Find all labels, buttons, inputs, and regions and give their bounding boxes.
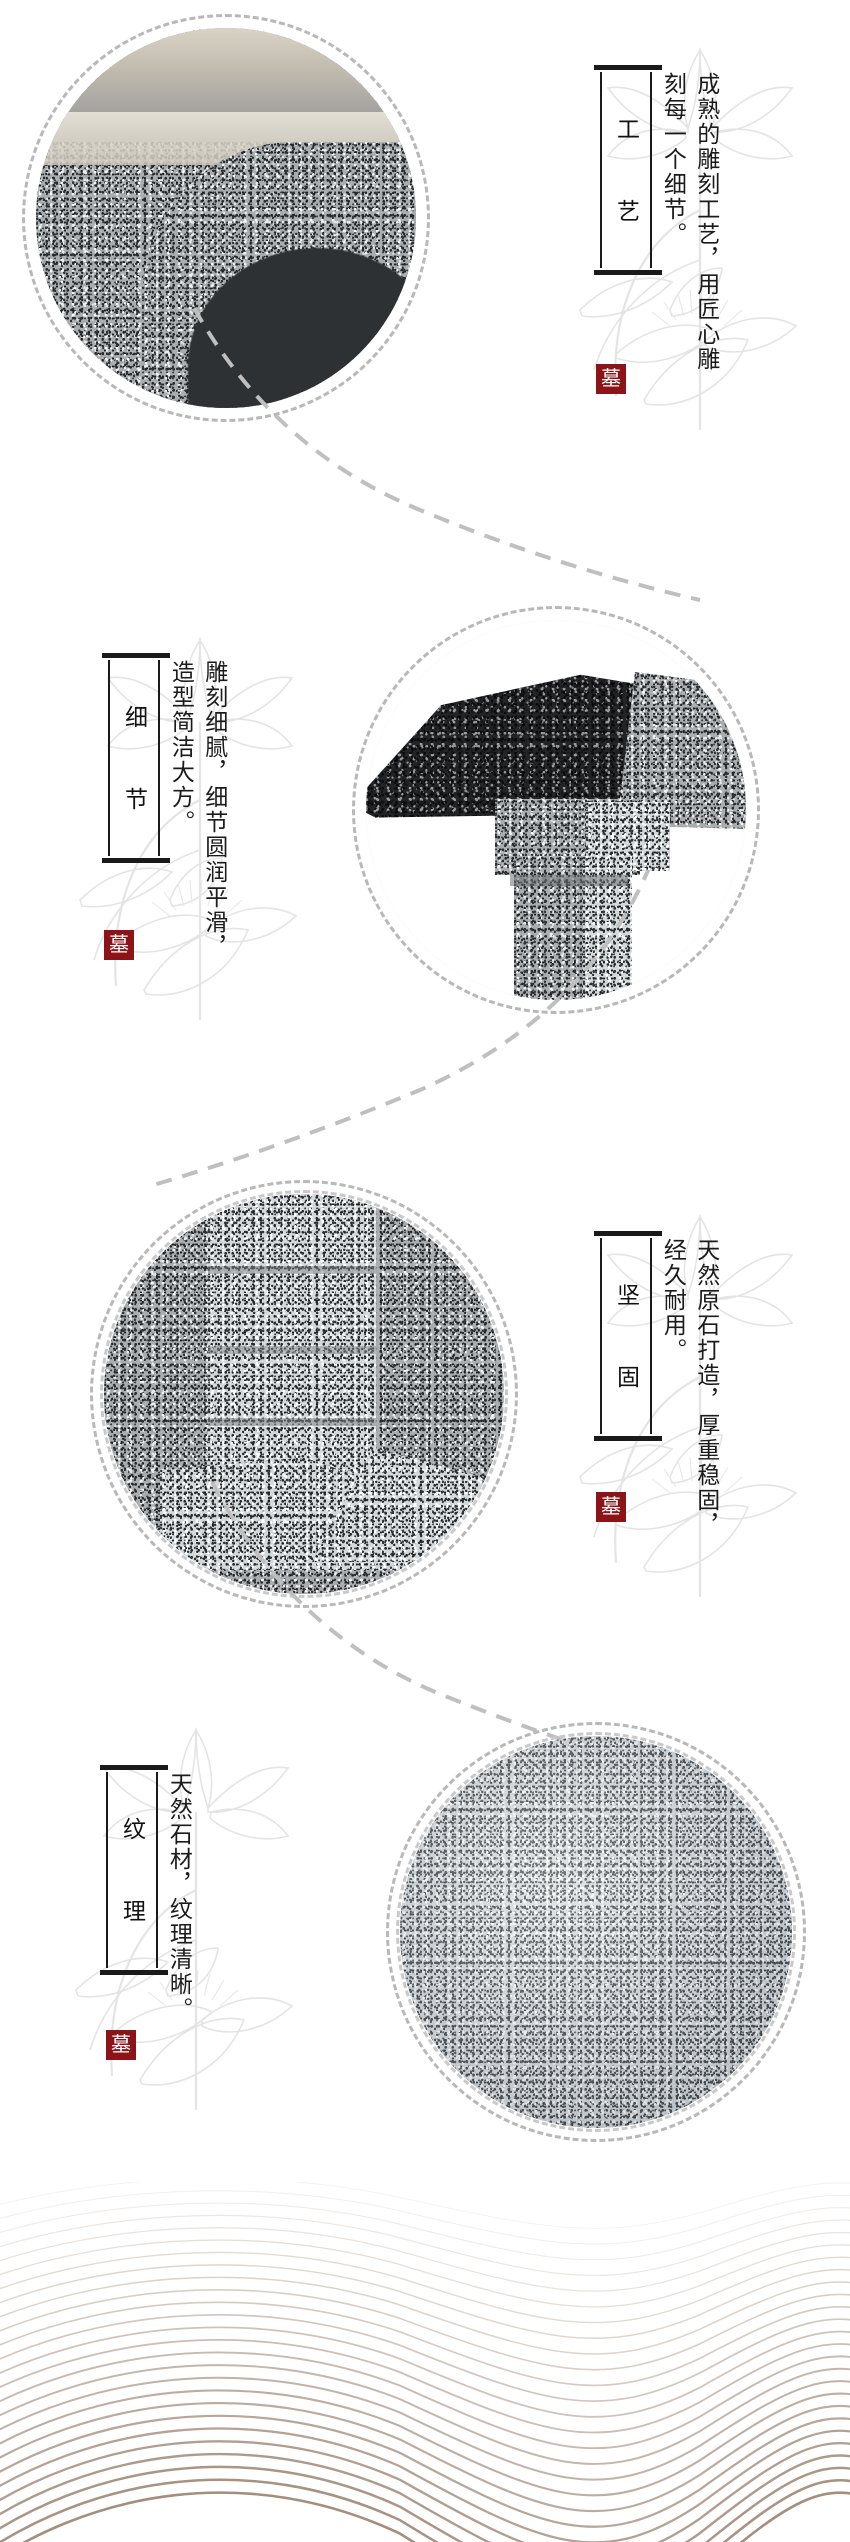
section-sturdy: 天然原石打造，厚重稳固，经久耐用。 坚 固 墓	[0, 1178, 850, 1784]
title-craft: 工 艺	[594, 65, 662, 275]
dashed-ring-outer	[90, 1180, 518, 1608]
section-detail: 雕刻细腻，细节圆润平滑，造型简洁大方。 细 节 墓	[0, 600, 850, 1188]
section-craft: 成熟的雕刻工艺，用匠心雕刻每一个细节。 工 艺 墓	[0, 0, 850, 602]
seal-stamp-texture: 墓	[106, 2030, 136, 2060]
textblock-texture: 天然石材，纹理清晰。 纹 理	[100, 1765, 195, 2022]
section-texture: 天然石材，纹理清晰。 纹 理 墓	[0, 1690, 850, 2250]
connector-dash-2	[149, 870, 651, 1188]
photo-detail	[352, 606, 760, 1014]
textblock-detail: 雕刻细腻，细节圆润平滑，造型简洁大方。 细 节	[102, 653, 231, 960]
photo-sturdy	[90, 1180, 518, 1608]
connector-dash-1	[187, 300, 701, 602]
title-sturdy-char-1: 坚	[613, 1283, 639, 1307]
photo-craft-image	[36, 28, 416, 408]
dashed-ring-outer	[22, 14, 430, 422]
wave-decoration	[0, 2182, 850, 2542]
title-craft-char-1: 工	[613, 117, 639, 141]
desc-sturdy: 天然原石打造，厚重稳固，经久耐用。	[660, 1238, 719, 1538]
title-detail: 细 节	[102, 653, 170, 863]
seal-stamp-sturdy: 墓	[596, 1492, 626, 1522]
photo-craft	[22, 14, 430, 422]
photo-texture-image	[400, 1736, 792, 2128]
photo-detail-image	[366, 620, 746, 1000]
title-detail-char-1: 细	[121, 705, 147, 729]
desc-detail: 雕刻细腻，细节圆润平滑，造型简洁大方。	[168, 660, 227, 960]
title-sturdy-char-2: 固	[613, 1365, 639, 1389]
photo-sturdy-image	[104, 1194, 504, 1594]
title-texture-char-1: 纹	[119, 1817, 145, 1841]
title-craft-char-2: 艺	[613, 199, 639, 223]
title-texture-char-2: 理	[119, 1899, 145, 1923]
desc-texture: 天然石材，纹理清晰。	[166, 1772, 192, 2022]
title-sturdy: 坚 固	[594, 1231, 662, 1441]
dashed-ring-outer	[352, 606, 760, 1014]
textblock-craft: 成熟的雕刻工艺，用匠心雕刻每一个细节。 工 艺	[594, 65, 723, 372]
dashed-ring-outer	[386, 1722, 806, 2142]
dashed-ring-inner	[100, 1190, 508, 1598]
dashed-ring-inner	[396, 1732, 796, 2132]
title-texture: 纹 理	[100, 1765, 168, 1975]
desc-craft: 成熟的雕刻工艺，用匠心雕刻每一个细节。	[660, 72, 719, 372]
textblock-sturdy: 天然原石打造，厚重稳固，经久耐用。 坚 固	[594, 1231, 723, 1538]
seal-stamp-detail: 墓	[104, 930, 134, 960]
seal-stamp-craft: 墓	[596, 364, 626, 394]
photo-texture	[386, 1722, 806, 2142]
title-detail-char-2: 节	[121, 787, 147, 811]
